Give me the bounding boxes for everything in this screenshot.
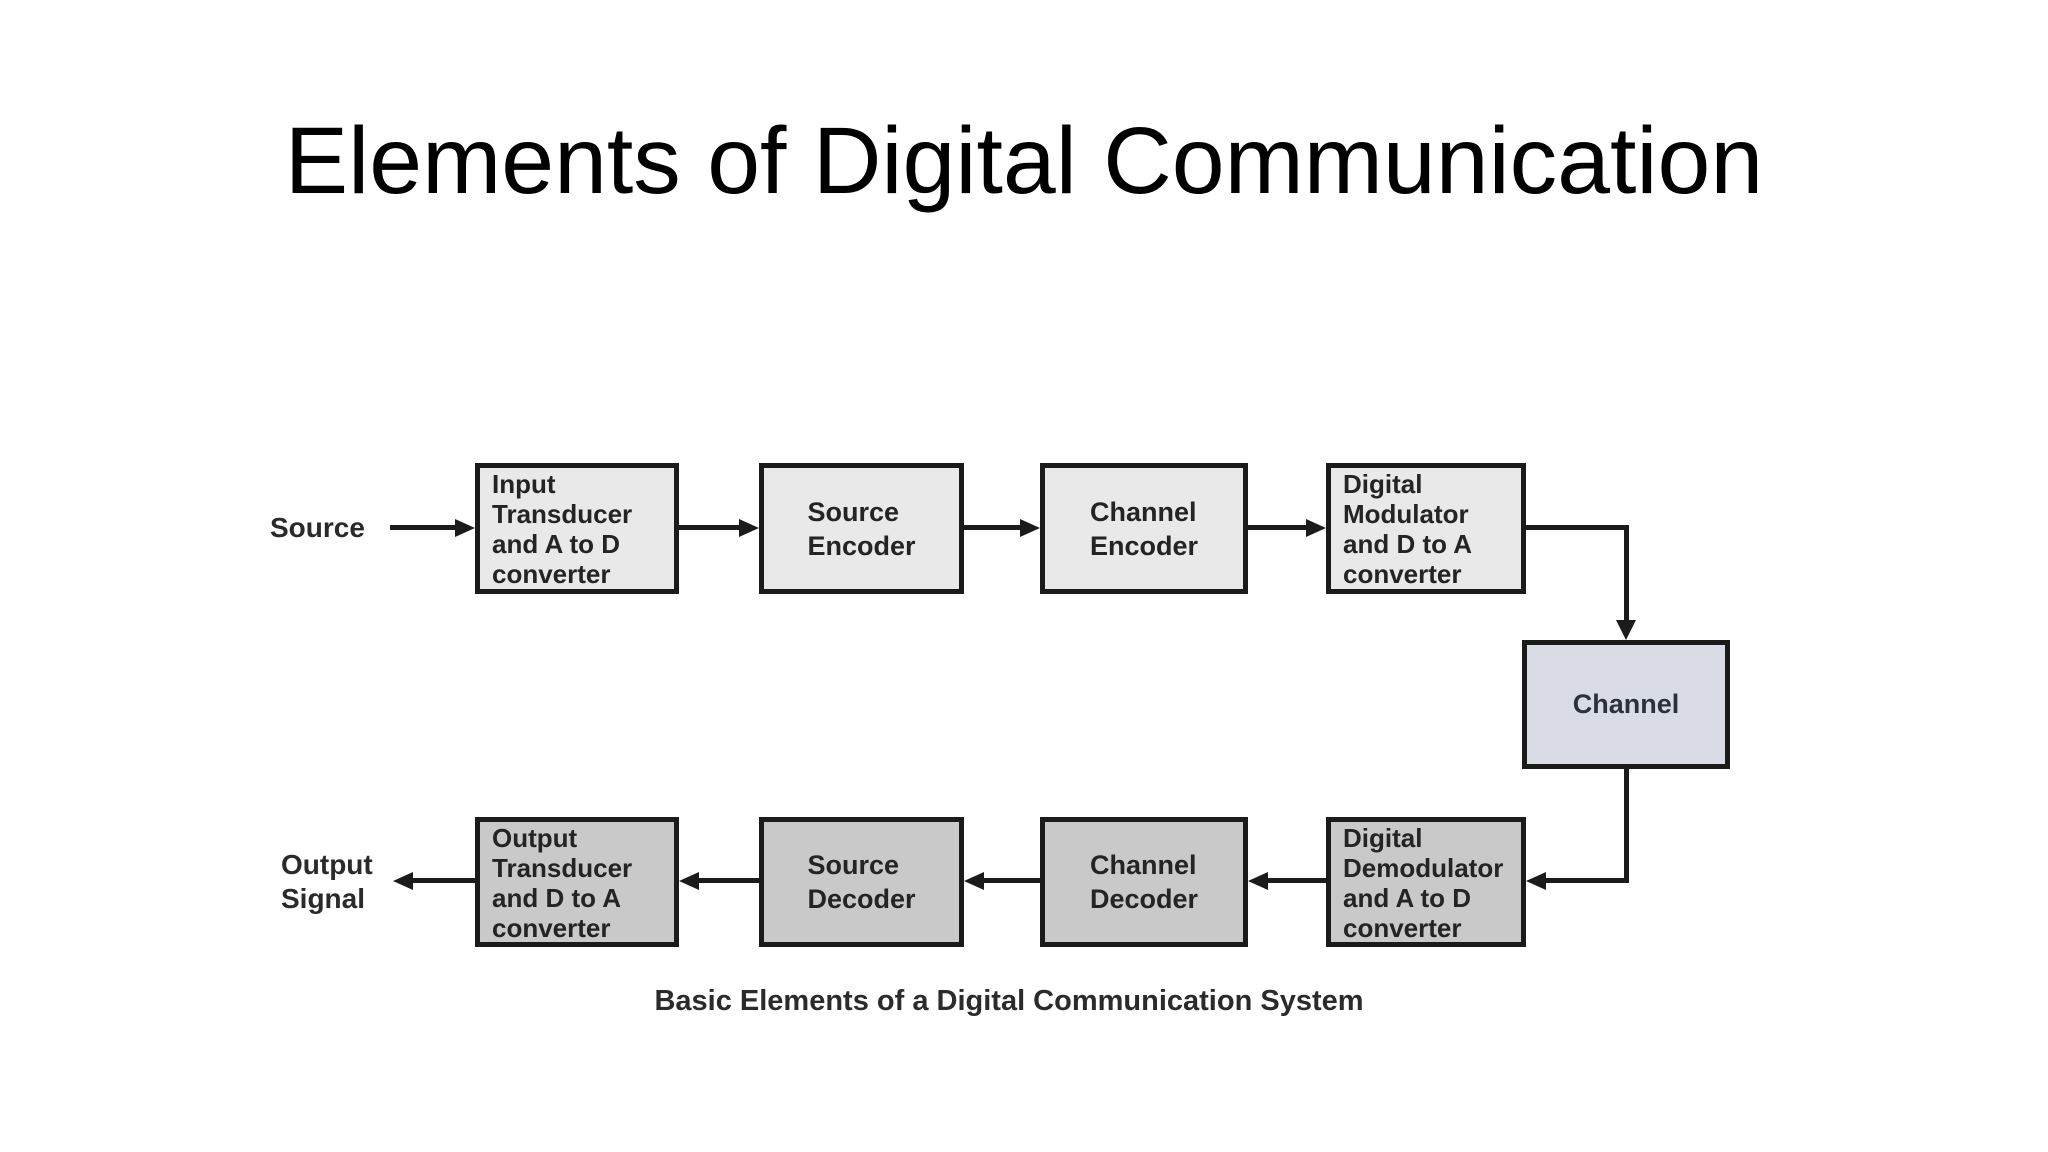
block-input-transducer-label: Input Transducer and A to D converter: [492, 469, 633, 589]
arrowhead-right-icon: [1306, 519, 1326, 537]
diagram-caption: Basic Elements of a Digital Communicatio…: [654, 985, 1364, 1017]
arrow-source-encoder-to-channel-encoder: [964, 525, 1021, 530]
block-digital-modulator-label: Digital Modulator and D to A converter: [1343, 469, 1473, 589]
block-channel: Channel: [1522, 640, 1730, 769]
block-digital-demodulator: Digital Demodulator and A to D converter: [1326, 817, 1526, 947]
arrow-source-line: [390, 525, 456, 530]
block-source-encoder-label: Source Encoder: [807, 496, 916, 561]
arrowhead-left-icon: [1248, 872, 1268, 890]
arrow-modulator-to-channel-vertical: [1624, 525, 1629, 622]
arrow-channel-to-demodulator-horizontal: [1546, 878, 1629, 883]
arrowhead-down-icon: [1616, 620, 1636, 640]
arrowhead-right-icon: [1020, 519, 1040, 537]
arrowhead-right-icon: [739, 519, 759, 537]
arrowhead-left-icon: [964, 872, 984, 890]
arrow-channel-encoder-to-modulator: [1248, 525, 1307, 530]
arrowhead-left-icon: [393, 872, 413, 890]
arrow-channel-decoder-to-source-decoder: [984, 878, 1040, 883]
block-output-transducer-label: Output Transducer and D to A converter: [492, 823, 633, 943]
arrow-demodulator-to-channel-decoder: [1268, 878, 1326, 883]
arrow-source-decoder-to-output-transducer: [699, 878, 759, 883]
arrowhead-left-icon: [679, 872, 699, 890]
block-digital-modulator: Digital Modulator and D to A converter: [1326, 463, 1526, 594]
output-signal-label: Output Signal: [281, 849, 373, 914]
block-channel-encoder-label: Channel Encoder: [1089, 496, 1199, 561]
arrow-transducer-to-source-encoder: [679, 525, 740, 530]
arrowhead-right-icon: [455, 519, 475, 537]
arrow-to-output-signal: [413, 878, 475, 883]
block-input-transducer: Input Transducer and A to D converter: [475, 463, 679, 594]
block-channel-decoder-label: Channel Decoder: [1089, 850, 1199, 914]
block-output-transducer: Output Transducer and D to A converter: [475, 817, 679, 947]
block-source-decoder: Source Decoder: [759, 817, 964, 947]
source-label: Source: [270, 512, 365, 543]
arrow-modulator-to-channel-horizontal: [1526, 525, 1629, 530]
block-channel-label: Channel: [1572, 689, 1680, 719]
arrow-channel-to-demodulator-vertical: [1624, 769, 1629, 883]
block-channel-encoder: Channel Encoder: [1040, 463, 1248, 594]
page-title: Elements of Digital Communication: [284, 108, 1764, 214]
block-channel-decoder: Channel Decoder: [1040, 817, 1248, 947]
arrowhead-left-icon: [1526, 872, 1546, 890]
block-digital-demodulator-label: Digital Demodulator and A to D converter: [1343, 823, 1504, 943]
block-source-encoder: Source Encoder: [759, 463, 964, 594]
block-source-decoder-label: Source Decoder: [807, 850, 916, 914]
